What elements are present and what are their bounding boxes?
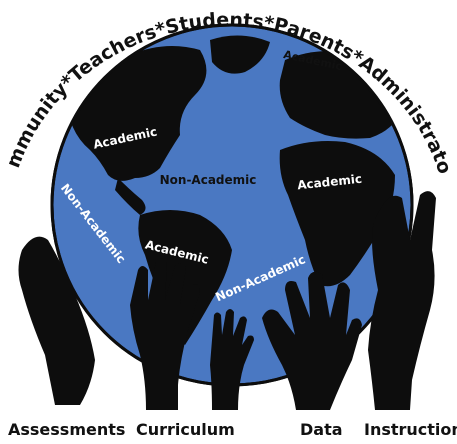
- hand-center-small: [210, 309, 254, 410]
- south-america-landmass: [138, 210, 232, 345]
- hand-curriculum: [130, 258, 200, 410]
- label-curriculum: Curriculum: [136, 420, 235, 439]
- label-academic-africa: Academic: [297, 172, 363, 193]
- hand-data: [262, 271, 362, 410]
- label-instruction: Instruction: [364, 420, 457, 439]
- hand-instruction: [368, 191, 436, 410]
- label-assessments: Assessments: [8, 420, 126, 439]
- central-america-landmass: [115, 178, 146, 215]
- africa-landmass: [279, 141, 395, 287]
- supporting-hands: [18, 191, 436, 410]
- label-non-academic-atlantic: Non-Academic: [160, 173, 257, 187]
- greenland-landmass: [210, 35, 270, 74]
- label-data: Data: [300, 420, 343, 439]
- hand-assessments: [18, 236, 95, 405]
